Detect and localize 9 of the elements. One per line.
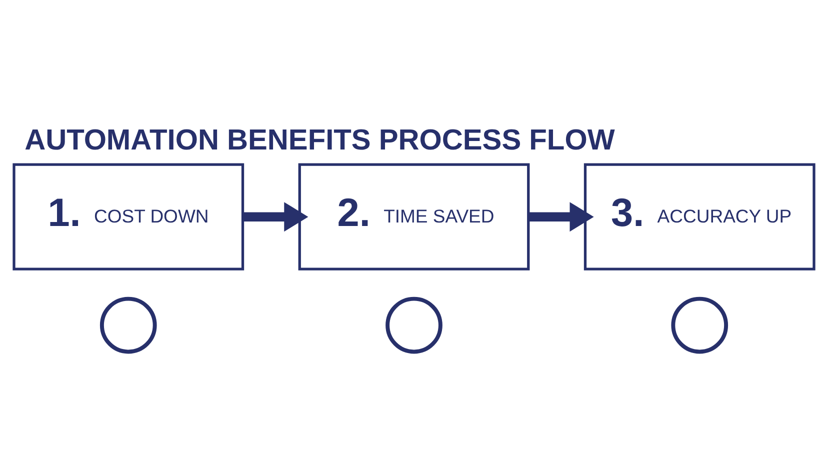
node-circle [671, 296, 728, 354]
node-box: 3. ACCURACY UP [584, 162, 816, 270]
node-circle [386, 296, 442, 354]
diagram-title: AUTOMATION BENEFITS PROCESS FLOW [24, 124, 615, 156]
node-box: 2. TIME SAVED [298, 162, 530, 270]
node-box: 1. COST DOWN [12, 162, 244, 270]
arrow [528, 202, 594, 232]
arrow [242, 202, 308, 232]
node-circle [100, 296, 157, 354]
